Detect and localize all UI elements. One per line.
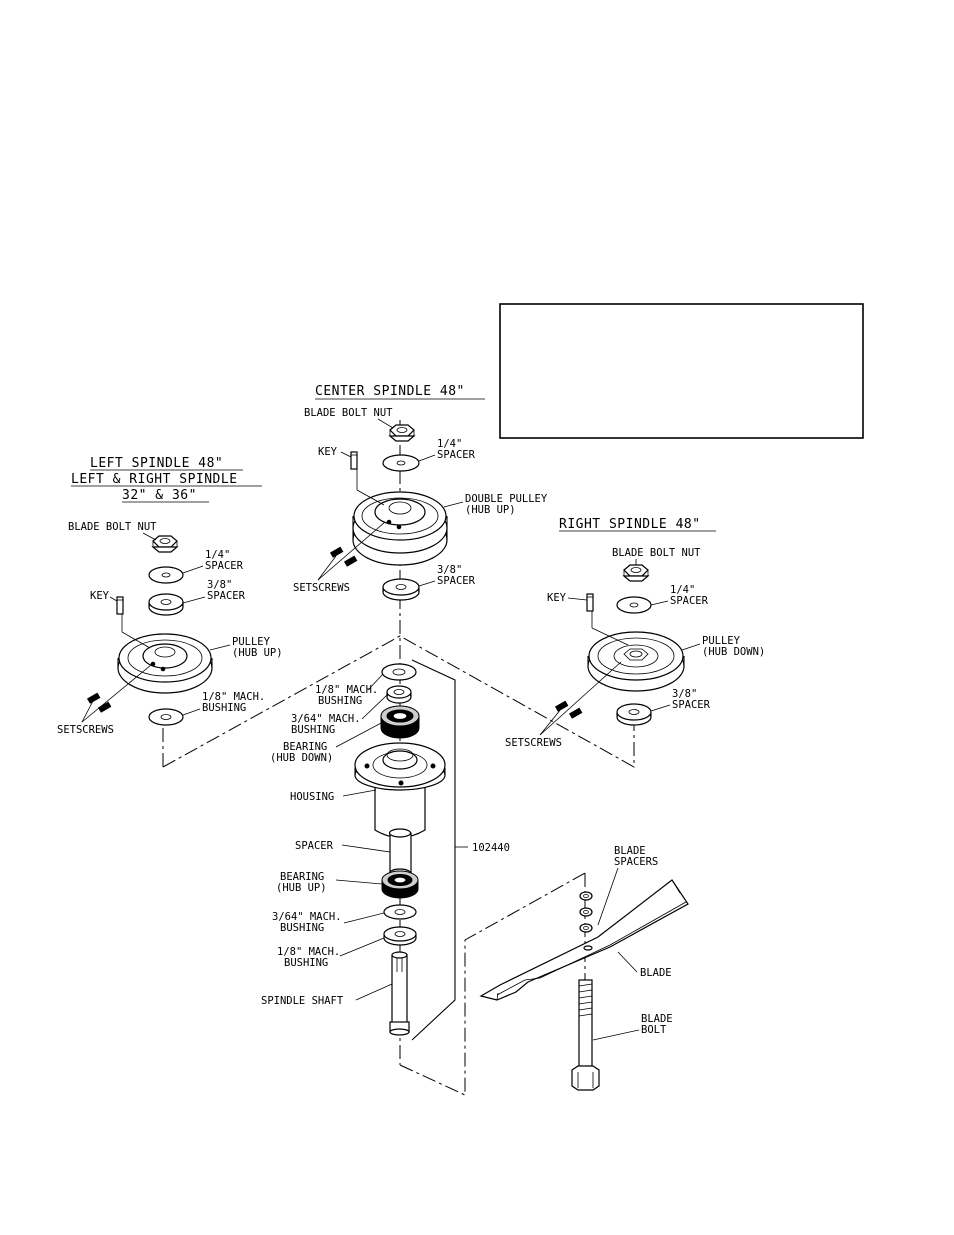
left-spindle-title: LEFT SPINDLE 48" LEFT & RIGHT SPINDLE 32… bbox=[71, 456, 262, 503]
right-spindle-title-text: RIGHT SPINDLE 48" bbox=[559, 517, 701, 532]
right-spacer-38-label-1: 3/8" bbox=[672, 688, 697, 700]
right-spacer-38 bbox=[616, 703, 652, 726]
top-bushing-364-label-1: 3/64" MACH. bbox=[291, 713, 361, 725]
housing-label: HOUSING bbox=[290, 791, 334, 803]
top-bushing-18 bbox=[381, 663, 417, 681]
blade-spacers-label-2: SPACERS bbox=[614, 856, 658, 868]
right-key-label: KEY bbox=[547, 592, 567, 604]
blade-spacers bbox=[579, 891, 593, 933]
left-blade-bolt-nut bbox=[151, 535, 179, 553]
left-spacer-38 bbox=[148, 593, 184, 616]
left-bushing-label-1: 1/8" MACH. bbox=[202, 691, 265, 703]
left-pulley bbox=[117, 633, 213, 694]
center-spacer-quarter bbox=[382, 454, 420, 472]
center-setscrews bbox=[329, 546, 358, 567]
center-setscrews-label: SETSCREWS bbox=[293, 582, 350, 594]
left-blade-bolt-nut-label: BLADE BOLT NUT bbox=[68, 521, 157, 533]
center-double-pulley bbox=[352, 491, 448, 566]
left-setscrews bbox=[86, 692, 112, 713]
left-setscrews-label: SETSCREWS bbox=[57, 724, 114, 736]
bottom-bushing-18 bbox=[383, 926, 417, 946]
left-bushing-label-2: BUSHING bbox=[202, 702, 246, 714]
left-spindle-title-line2: LEFT & RIGHT SPINDLE bbox=[71, 472, 238, 487]
blade-spacers-label-1: BLADE bbox=[614, 845, 646, 857]
bottom-bushing-364-label-2: BUSHING bbox=[280, 922, 324, 934]
right-key bbox=[586, 593, 594, 612]
top-bushing-18-label-1: 1/8" MACH. bbox=[315, 684, 378, 696]
spacer-label: SPACER bbox=[295, 840, 334, 852]
right-spacer-38-label-2: SPACER bbox=[672, 699, 711, 711]
spacer-tube bbox=[388, 828, 412, 878]
right-pulley bbox=[587, 631, 685, 692]
center-spacer-quarter-label-2: SPACER bbox=[437, 449, 476, 461]
left-key-label: KEY bbox=[90, 590, 110, 602]
bottom-bushing-18-label-2: BUSHING bbox=[284, 957, 328, 969]
left-key bbox=[116, 596, 124, 615]
center-double-pulley-label-2: (HUB UP) bbox=[465, 504, 516, 516]
right-spacer-quarter-label-1: 1/4" bbox=[670, 584, 695, 596]
bottom-bearing-label-1: BEARING bbox=[280, 871, 324, 883]
part-number-label: 102440 bbox=[472, 842, 510, 854]
right-spindle-title: RIGHT SPINDLE 48" bbox=[559, 517, 716, 532]
blade-bolt-label-2: BOLT bbox=[641, 1024, 667, 1036]
center-spindle-title-text: CENTER SPINDLE 48" bbox=[315, 384, 465, 399]
bottom-bushing-18-label-1: 1/8" MACH. bbox=[277, 946, 340, 958]
spindle-shaft-label: SPINDLE SHAFT bbox=[261, 995, 344, 1007]
center-spacer-38-label-1: 3/8" bbox=[437, 564, 462, 576]
left-bushing bbox=[148, 708, 184, 726]
right-spacer-quarter-label-2: SPACER bbox=[670, 595, 709, 607]
center-spacer-38 bbox=[382, 578, 420, 601]
left-spindle-title-line3: 32" & 36" bbox=[122, 488, 197, 503]
left-pulley-label-2: (HUB UP) bbox=[232, 647, 283, 659]
right-setscrews-label: SETSCREWS bbox=[505, 737, 562, 749]
blade-label: BLADE bbox=[640, 967, 672, 979]
right-setscrews bbox=[554, 700, 583, 719]
right-pulley-label-1: PULLEY bbox=[702, 635, 741, 647]
top-bearing-label-2: (HUB DOWN) bbox=[270, 752, 333, 764]
blade-bolt-label-1: BLADE bbox=[641, 1013, 673, 1025]
left-pulley-label-1: PULLEY bbox=[232, 636, 271, 648]
bottom-bearing bbox=[381, 870, 419, 899]
left-spacer-38-label-1: 3/8" bbox=[207, 579, 232, 591]
blade-bolt bbox=[571, 979, 600, 1091]
center-spacer-quarter-label-1: 1/4" bbox=[437, 438, 462, 450]
top-bushing-364-label-2: BUSHING bbox=[291, 724, 335, 736]
top-bearing bbox=[380, 705, 420, 739]
top-bushing-18-label-2: BUSHING bbox=[318, 695, 362, 707]
right-blade-bolt-nut-label: BLADE BOLT NUT bbox=[612, 547, 701, 559]
bottom-bearing-label-2: (HUB UP) bbox=[276, 882, 327, 894]
left-spindle-title-line1: LEFT SPINDLE 48" bbox=[90, 456, 223, 471]
center-spindle-title: CENTER SPINDLE 48" bbox=[315, 384, 485, 400]
left-spacer-quarter-label-2: SPACER bbox=[205, 560, 244, 572]
center-blade-bolt-nut bbox=[388, 424, 416, 442]
left-spacer-38-label-2: SPACER bbox=[207, 590, 246, 602]
note-box bbox=[499, 303, 864, 439]
assembly-bracket bbox=[411, 659, 468, 1041]
right-pulley-label-2: (HUB DOWN) bbox=[702, 646, 765, 658]
spindle-shaft bbox=[389, 951, 410, 1036]
right-blade-bolt-nut bbox=[622, 564, 650, 582]
center-double-pulley-label-1: DOUBLE PULLEY bbox=[465, 493, 548, 505]
right-spacer-quarter bbox=[616, 596, 652, 614]
center-key-label: KEY bbox=[318, 446, 338, 458]
center-key bbox=[350, 451, 358, 470]
left-spacer-quarter bbox=[148, 566, 184, 584]
bottom-bushing-364-label-1: 3/64" MACH. bbox=[272, 911, 342, 923]
center-blade-bolt-nut-label: BLADE BOLT NUT bbox=[304, 407, 393, 419]
top-bushing-364 bbox=[386, 685, 412, 704]
center-spacer-38-label-2: SPACER bbox=[437, 575, 476, 587]
blade bbox=[479, 879, 689, 1001]
left-spacer-quarter-label-1: 1/4" bbox=[205, 549, 230, 561]
top-bearing-label-1: BEARING bbox=[283, 741, 327, 753]
bottom-bushing-364 bbox=[383, 904, 417, 920]
housing bbox=[354, 742, 446, 839]
